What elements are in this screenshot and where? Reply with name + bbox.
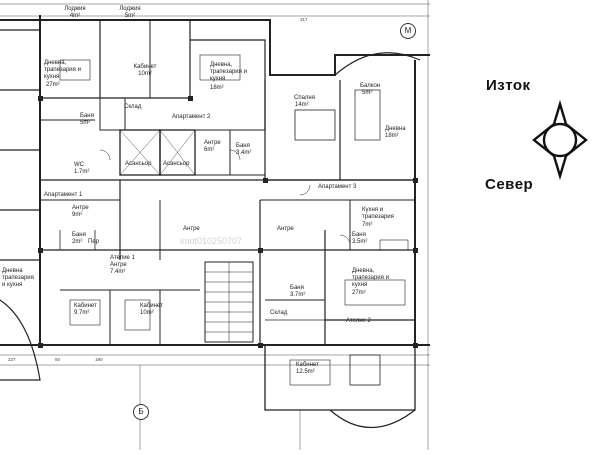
room-area: 18m²	[385, 133, 399, 139]
room-area: 7m²	[362, 222, 373, 228]
room-elevator-1: Асансьор	[125, 161, 152, 167]
room-bath-b: Баня	[290, 285, 304, 291]
room-loggia-mid: Лоджия	[119, 6, 141, 12]
dimension-label: 50	[55, 357, 61, 362]
room-kitchen-right: Кухня и трапезария	[362, 207, 394, 220]
room-hall-mid: Антре	[183, 226, 200, 232]
room-bath-left: Баня	[80, 113, 94, 119]
room-bath-apt2: Баня	[236, 143, 250, 149]
room-area: 3.5m²	[352, 239, 368, 245]
watermark: imot010250707	[180, 236, 243, 246]
room-area: 10m²	[140, 310, 154, 316]
room-area: 3.7m²	[290, 292, 306, 298]
room-atelier1-hall: Антре	[110, 262, 127, 268]
room-hall-apt2: Антре	[204, 140, 221, 146]
room-elevator-2: Асансьор	[163, 161, 190, 167]
room-area: 10m²	[138, 71, 152, 77]
room-storage-top: Склад	[124, 104, 142, 110]
compass-east-label: Изток	[486, 77, 531, 94]
dimension-label: 227	[8, 357, 16, 362]
room-atelier-1: Ателие 1	[110, 255, 135, 261]
dimension-label: 317	[300, 17, 308, 22]
room-living-right: Дневна	[385, 126, 406, 132]
room-bath-apt1: Баня	[72, 232, 86, 238]
room-area: 9m²	[72, 212, 83, 218]
room-hall-right: Антре	[277, 226, 294, 232]
room-apt1: Апартамент 1	[44, 192, 83, 198]
room-living-apt2: Дневна, трапезария и кухня	[210, 62, 247, 82]
room-cabinet-b3: Кабинет	[296, 362, 319, 368]
room-apt3: Апартамент 3	[318, 184, 357, 190]
room-living-atelier: Дневна, трапезария и кухня	[352, 268, 389, 288]
room-bath-right: Баня	[352, 232, 366, 238]
room-area: 4m²	[69, 13, 81, 19]
room-balcony: Балкон	[360, 83, 381, 89]
room-area: 5m²	[80, 120, 91, 126]
room-area: 27m²	[352, 290, 366, 296]
room-area: 12.5m²	[296, 369, 315, 375]
room-wc: WC	[74, 162, 84, 168]
room-living-bottom-left: Дневна трапезария и кухня	[2, 268, 34, 288]
room-area: 2m²	[72, 239, 83, 245]
room-cabinet-b2: Кабинет	[140, 303, 163, 309]
room-area: 1.7m²	[74, 169, 90, 175]
room-apt2: Апартамент 2	[172, 114, 211, 120]
room-area: 6m²	[204, 147, 215, 153]
room-area: 9.7m²	[74, 310, 90, 316]
room-area: 3.4m²	[236, 150, 252, 156]
room-area: 5m²	[124, 13, 136, 19]
room-storage-b: Склад	[270, 310, 288, 316]
room-area: 7.4m²	[110, 269, 126, 275]
compass-rose-icon	[532, 100, 588, 180]
room-cabinet-top: Кабинет	[133, 64, 157, 70]
room-hall-apt1: Антре	[72, 205, 89, 211]
room-loggia-left: Лоджия	[64, 6, 86, 12]
room-bedroom: Спалня	[294, 95, 315, 101]
room-atelier-2: Ателие 2	[346, 318, 371, 324]
compass-north-label: Север	[485, 176, 534, 193]
grid-axis-m: М	[400, 23, 416, 39]
room-area: 5m²	[362, 90, 373, 96]
grid-axis-b: Б	[133, 404, 149, 420]
room-area: 14m²	[295, 102, 309, 108]
dimension-label: 190	[95, 357, 103, 362]
room-living-left: Дневна, трапезария и кухня	[44, 60, 81, 80]
room-cabinet-b1: Кабинет	[74, 303, 97, 309]
room-area: 27m²	[46, 82, 60, 88]
room-area: 18m²	[210, 85, 224, 91]
room-laundry: Пер	[88, 239, 99, 245]
